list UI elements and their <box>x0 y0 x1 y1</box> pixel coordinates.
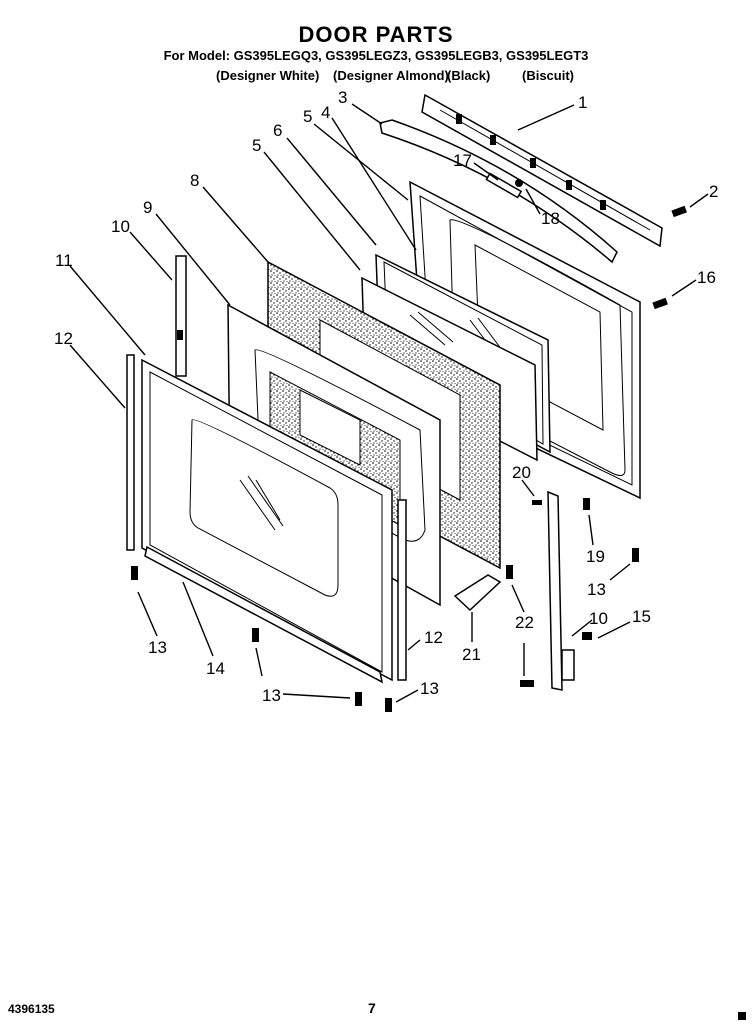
vent-bracket <box>379 119 618 264</box>
callout-6: 6 <box>273 121 282 140</box>
callout-10-left: 10 <box>111 217 130 236</box>
callout-12-right: 12 <box>424 628 443 647</box>
callout-1: 1 <box>578 93 587 112</box>
callout-17: 17 <box>453 151 472 170</box>
callout-4: 4 <box>321 103 330 122</box>
callout-20: 20 <box>512 463 531 482</box>
callout-8: 8 <box>190 171 199 190</box>
variant-black: (Black) <box>447 68 491 83</box>
page-title: DOOR PARTS <box>298 22 454 47</box>
callout-12-left: 12 <box>54 329 73 348</box>
door-top-trim <box>421 93 663 248</box>
outer-door-panel <box>141 358 393 682</box>
vent-clip <box>485 172 523 199</box>
callout-11: 11 <box>55 251 73 270</box>
callout-13-left: 13 <box>148 638 167 657</box>
door-bottom-trim <box>144 545 384 684</box>
callout-19: 19 <box>586 547 605 566</box>
door-hinge-channel-right <box>547 490 575 691</box>
callout-2: 2 <box>709 182 718 201</box>
callout-5-upper: 5 <box>303 107 312 126</box>
callout-21: 21 <box>462 645 481 664</box>
callout-14: 14 <box>206 659 225 678</box>
callout-13-hinge: 13 <box>587 580 606 599</box>
callout-labels: 1 2 3 4 5 5 6 8 9 10 11 12 13 14 12 13 1… <box>54 88 718 705</box>
callout-13-right: 13 <box>420 679 439 698</box>
callout-15: 15 <box>632 607 651 626</box>
variant-almond: (Designer Almond) <box>333 68 449 83</box>
callout-22: 22 <box>515 613 534 632</box>
screw-set <box>131 205 687 712</box>
door-side-trim-left <box>126 354 135 551</box>
model-list: For Model: GS395LEGQ3, GS395LEGZ3, GS395… <box>163 48 589 63</box>
variant-white: (Designer White) <box>216 68 320 83</box>
door-side-trim-right <box>397 499 407 681</box>
callout-10-right: 10 <box>589 609 608 628</box>
callout-9: 9 <box>143 198 152 217</box>
callout-13-bottom: 13 <box>262 686 281 705</box>
corner-mark <box>738 1012 746 1020</box>
variant-biscuit: (Biscuit) <box>522 68 574 83</box>
hinge-bracket <box>453 574 502 612</box>
callout-3: 3 <box>338 88 347 107</box>
callout-18: 18 <box>541 209 560 228</box>
page-number: 7 <box>368 1000 376 1016</box>
callout-5-lower: 5 <box>252 136 261 155</box>
callout-16: 16 <box>697 268 716 287</box>
leader-lines <box>69 103 709 703</box>
door-hinge-channel-left <box>175 255 187 377</box>
document-number: 4396135 <box>8 1002 55 1016</box>
